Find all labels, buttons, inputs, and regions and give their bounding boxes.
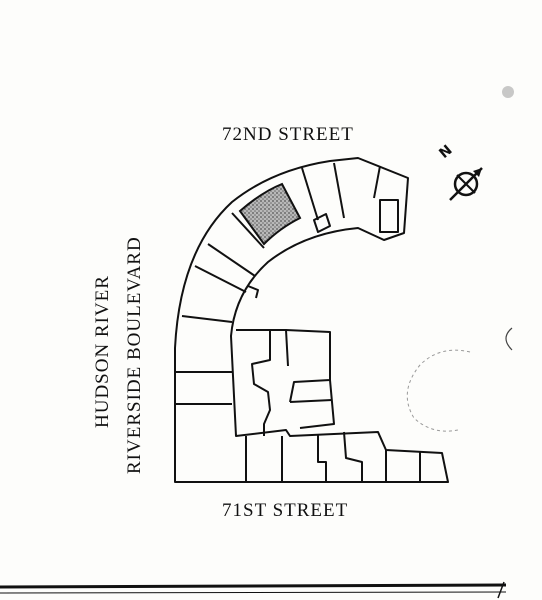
unit-division: [343, 431, 363, 482]
drive-circle: [406, 349, 471, 432]
unit-division: [373, 165, 381, 199]
bottom-rule-thin: [0, 591, 507, 594]
scan-mark: [505, 327, 513, 351]
unit-division: [317, 434, 327, 482]
unit-division: [285, 329, 331, 403]
highlighted-unit: [238, 182, 302, 246]
north-street-label: 72ND STREET: [222, 124, 354, 145]
scan-smudge: [502, 86, 514, 98]
riverside-boulevard-label: RIVERSIDE BOULEVARD: [124, 236, 145, 474]
bottom-rule: [0, 583, 507, 589]
unit-division: [301, 167, 319, 221]
compass-north-icon: [449, 167, 483, 201]
unit-division: [236, 329, 289, 367]
hudson-river-label: HUDSON RIVER: [92, 275, 113, 428]
unit-division: [207, 243, 256, 277]
unit-division: [251, 330, 271, 436]
corridor-notch: [247, 285, 259, 299]
service-box: [313, 213, 331, 233]
service-box: [379, 199, 399, 233]
unit-division: [194, 265, 247, 293]
unit-division: [299, 379, 335, 429]
building-outline: [174, 157, 449, 483]
unit-division: [231, 212, 265, 249]
unit-division: [333, 162, 345, 219]
south-street-label: 71ST STREET: [222, 500, 349, 521]
unit-division: [181, 315, 233, 323]
unit-division: [289, 399, 333, 403]
bottom-rule-tick: [497, 581, 505, 599]
